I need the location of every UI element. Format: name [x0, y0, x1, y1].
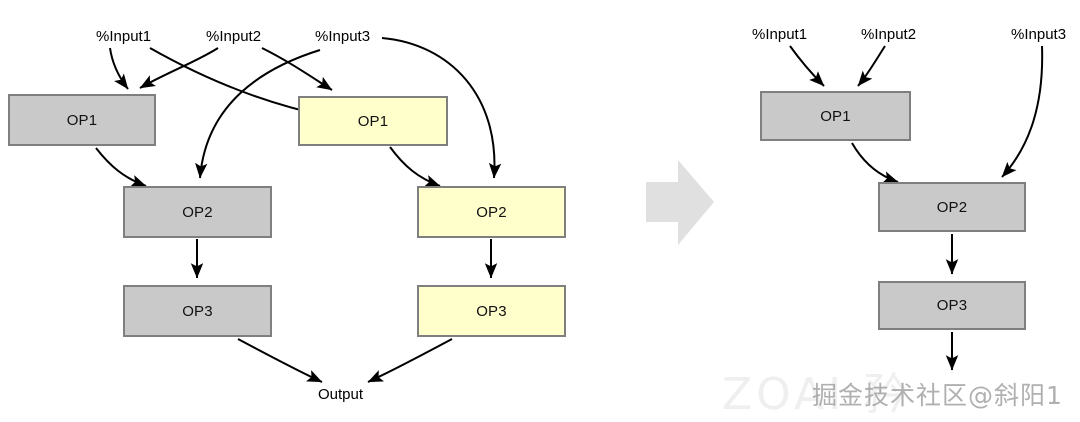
left-gray-op2-node[interactable]: OP2: [123, 186, 272, 238]
edge-left-input2-to-yellow-op1: [261, 47, 333, 91]
right-gray-op3-node[interactable]: OP3: [878, 281, 1026, 330]
watermark-ghost-text: ZOAI 矜: [722, 369, 912, 420]
watermark-text: 掘金技术社区@斜阳1: [812, 381, 1063, 410]
edge-right-input1-to-op1: [789, 45, 825, 87]
left-input-3-label: %Input3: [315, 28, 371, 45]
right-gray-op2-label: OP2: [936, 198, 968, 216]
right-gray-op1-node[interactable]: OP1: [760, 91, 911, 141]
left-gray-op3-label: OP3: [182, 302, 213, 320]
edge-left-input2-to-gray-op1: [139, 47, 219, 89]
right-input-2-label: %Input2: [861, 26, 917, 43]
edge-right-input3-to-op2: [1001, 45, 1044, 178]
edge-left-input3-to-gray-op2: [195, 49, 321, 179]
edge-left-yellow-op1-to-op2: [389, 146, 441, 187]
edge-left-input3-to-yellow-op2: [381, 37, 502, 179]
edge-left-gray-op1-to-op2: [95, 147, 147, 187]
left-input-2-label: %Input2: [206, 28, 262, 45]
right-gray-op3-label: OP3: [936, 297, 968, 314]
right-gray-op2-node[interactable]: OP2: [878, 182, 1026, 232]
left-yellow-op3-node[interactable]: OP3: [417, 285, 566, 337]
right-input-3-label: %Input3: [1011, 26, 1067, 43]
edge-right-input2-to-op1: [857, 45, 886, 87]
left-yellow-op1-node[interactable]: OP1: [298, 96, 448, 146]
edge-left-input1-to-gray-op1: [109, 47, 129, 90]
right-arrow-icon: [646, 160, 714, 245]
left-gray-op1-node[interactable]: OP1: [8, 94, 156, 146]
left-yellow-op3-label: OP3: [476, 302, 507, 320]
left-yellow-op2-label: OP2: [476, 203, 507, 221]
left-yellow-op2-node[interactable]: OP2: [417, 186, 566, 238]
left-yellow-op1-label: OP1: [357, 112, 389, 130]
left-gray-op1-label: OP1: [66, 111, 98, 129]
left-gray-op2-label: OP2: [182, 203, 213, 221]
left-output-label: Output: [318, 386, 364, 403]
right-input-1-label: %Input1: [752, 26, 808, 43]
edge-right-op1-to-op2: [851, 142, 899, 184]
left-input-1-label: %Input1: [96, 28, 152, 45]
edge-left-gray-op3-to-output: [237, 338, 323, 383]
left-gray-op3-node[interactable]: OP3: [123, 285, 272, 337]
edge-left-yellow-op3-to-output: [367, 338, 453, 383]
right-gray-op1-label: OP1: [820, 107, 851, 125]
